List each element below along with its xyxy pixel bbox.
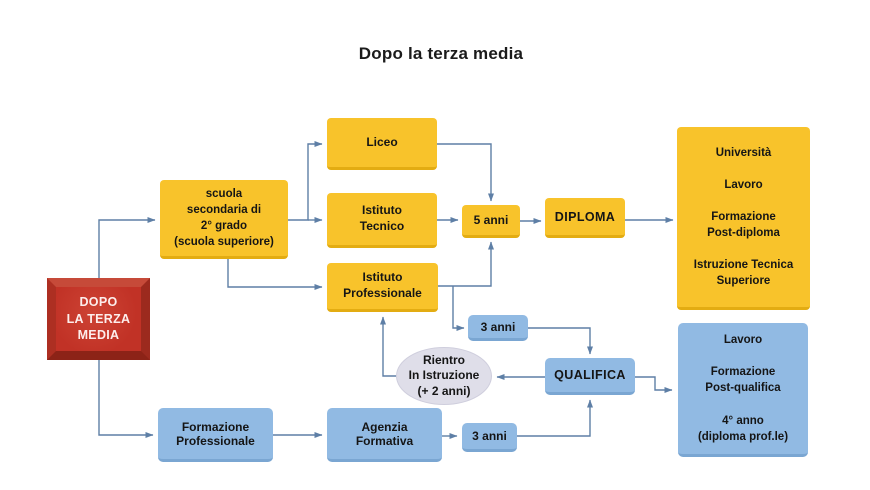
edge-3anni-to-qualifica-bottom (517, 399, 593, 437)
edge-scuola-to-professionale (227, 259, 323, 290)
node-esiti-diploma: Università Lavoro Formazione Post-diplom… (677, 127, 810, 310)
node-scuola-secondaria: scuola secondaria di 2° grado (scuola su… (160, 180, 288, 259)
node-esiti-diploma-label: Università Lavoro Formazione Post-diplom… (693, 146, 794, 288)
edge-rientro-to-professionale (380, 316, 396, 377)
node-5-anni-label: 5 anni (473, 213, 509, 227)
node-dopo-la-terza-media: DOPO LA TERZA MEDIA (47, 278, 150, 360)
node-istituto-tecnico-label: Istituto Tecnico (359, 203, 405, 233)
edge-start-to-scuola (98, 217, 156, 278)
node-5-anni: 5 anni (462, 205, 520, 238)
node-istituto-professionale: Istituto Professionale (327, 263, 438, 312)
node-rientro-in-istruzione-label: Rientro In Istruzione (+ 2 anni) (408, 352, 480, 398)
node-agenzia-formativa-label: Agenzia Formativa (355, 419, 414, 448)
edge-scuola-to-liceo (288, 141, 323, 221)
node-3-anni-formazione-label: 3 anni (472, 429, 507, 443)
diagram-title: Dopo la terza media (358, 44, 524, 63)
node-esiti-qualifica: Lavoro Formazione Post-qualifica 4° anno… (678, 323, 808, 457)
node-dopo-la-terza-media-label: DOPO LA TERZA MEDIA (66, 294, 131, 343)
node-liceo: Liceo (327, 118, 437, 170)
node-agenzia-formativa: Agenzia Formativa (327, 408, 442, 462)
node-formazione-professionale: Formazione Professionale (158, 408, 273, 462)
edge-professionale-to-5anni (438, 241, 494, 287)
node-3-anni-superiore: 3 anni (468, 315, 528, 341)
edge-start-to-formazione (98, 360, 154, 438)
edge-qualifica-to-esiti-qualifica (635, 376, 673, 393)
node-scuola-secondaria-label: scuola secondaria di 2° grado (scuola su… (174, 187, 274, 249)
node-qualifica: QUALIFICA (545, 358, 635, 395)
node-3-anni-superiore-label: 3 anni (480, 319, 516, 334)
node-liceo-label: Liceo (366, 134, 398, 149)
node-qualifica-label: QUALIFICA (554, 368, 626, 382)
edge-liceo-to-5anni (437, 143, 494, 202)
node-istituto-tecnico: Istituto Tecnico (327, 193, 437, 248)
node-diploma-label: DIPLOMA (554, 209, 616, 224)
node-rientro-in-istruzione: Rientro In Istruzione (+ 2 anni) (396, 347, 492, 405)
node-3-anni-formazione: 3 anni (462, 423, 517, 452)
node-diploma: DIPLOMA (545, 198, 625, 238)
edge-professionale-to-3anni (452, 286, 465, 331)
node-formazione-professionale-label: Formazione Professionale (176, 419, 255, 448)
node-istituto-professionale-label: Istituto Professionale (343, 270, 422, 300)
edge-3anni-to-qualifica-top (528, 327, 593, 355)
node-esiti-qualifica-label: Lavoro Formazione Post-qualifica 4° anno… (697, 334, 789, 443)
